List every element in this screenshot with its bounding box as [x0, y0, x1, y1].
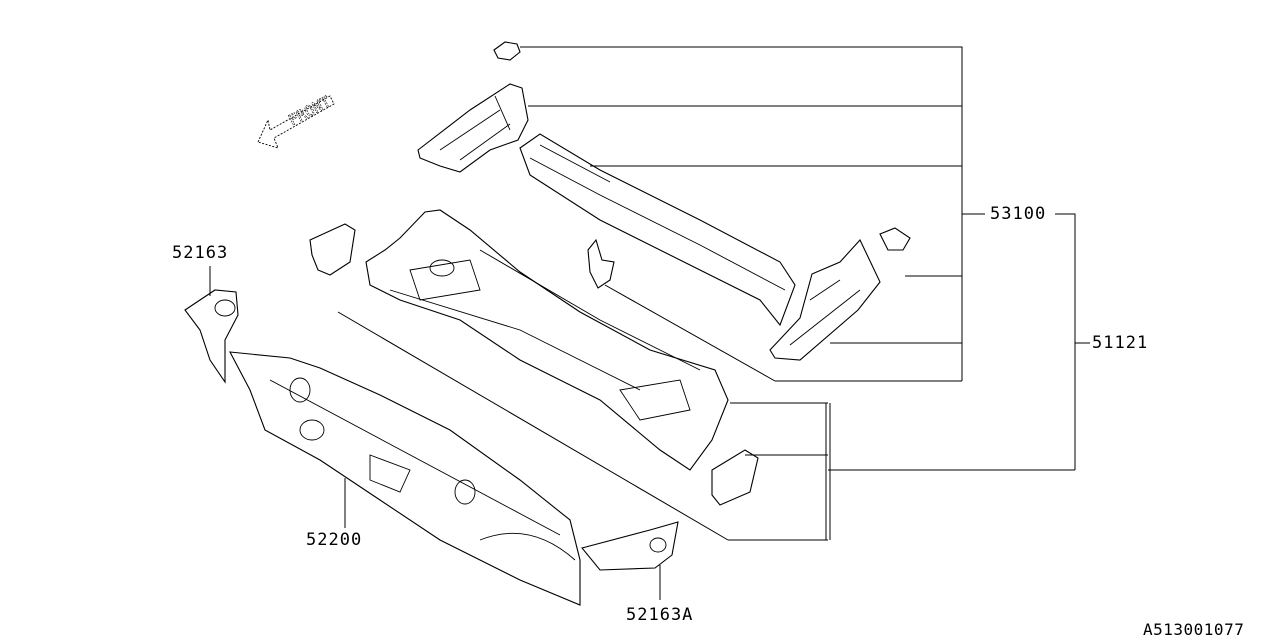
leader-lines [209, 46, 1090, 600]
front-label: FRONT [285, 92, 333, 129]
bracket-lower-right [711, 449, 759, 506]
part-label-52163: 52163 [172, 243, 229, 263]
bracket-left [309, 223, 356, 276]
center-bracket [587, 238, 615, 289]
part-label-52163A: 52163A [626, 605, 694, 625]
part-52163-shape [184, 289, 239, 384]
part-label-52200: 52200 [306, 530, 363, 550]
cowl-top-panel [519, 133, 796, 327]
part-label-51121: 51121 [1092, 333, 1149, 353]
small-bracket-top [493, 41, 521, 61]
small-bracket-right [879, 227, 911, 251]
front-arrow-icon: FRONT [257, 92, 335, 149]
part-label-53100: 53100 [990, 204, 1047, 224]
main-cowl-panel [365, 209, 729, 471]
part-52163A-shape [581, 521, 679, 571]
drawing-id: A513001077 [1143, 620, 1245, 639]
cowl-side-right [769, 239, 881, 361]
part-52200-shape [229, 351, 581, 606]
